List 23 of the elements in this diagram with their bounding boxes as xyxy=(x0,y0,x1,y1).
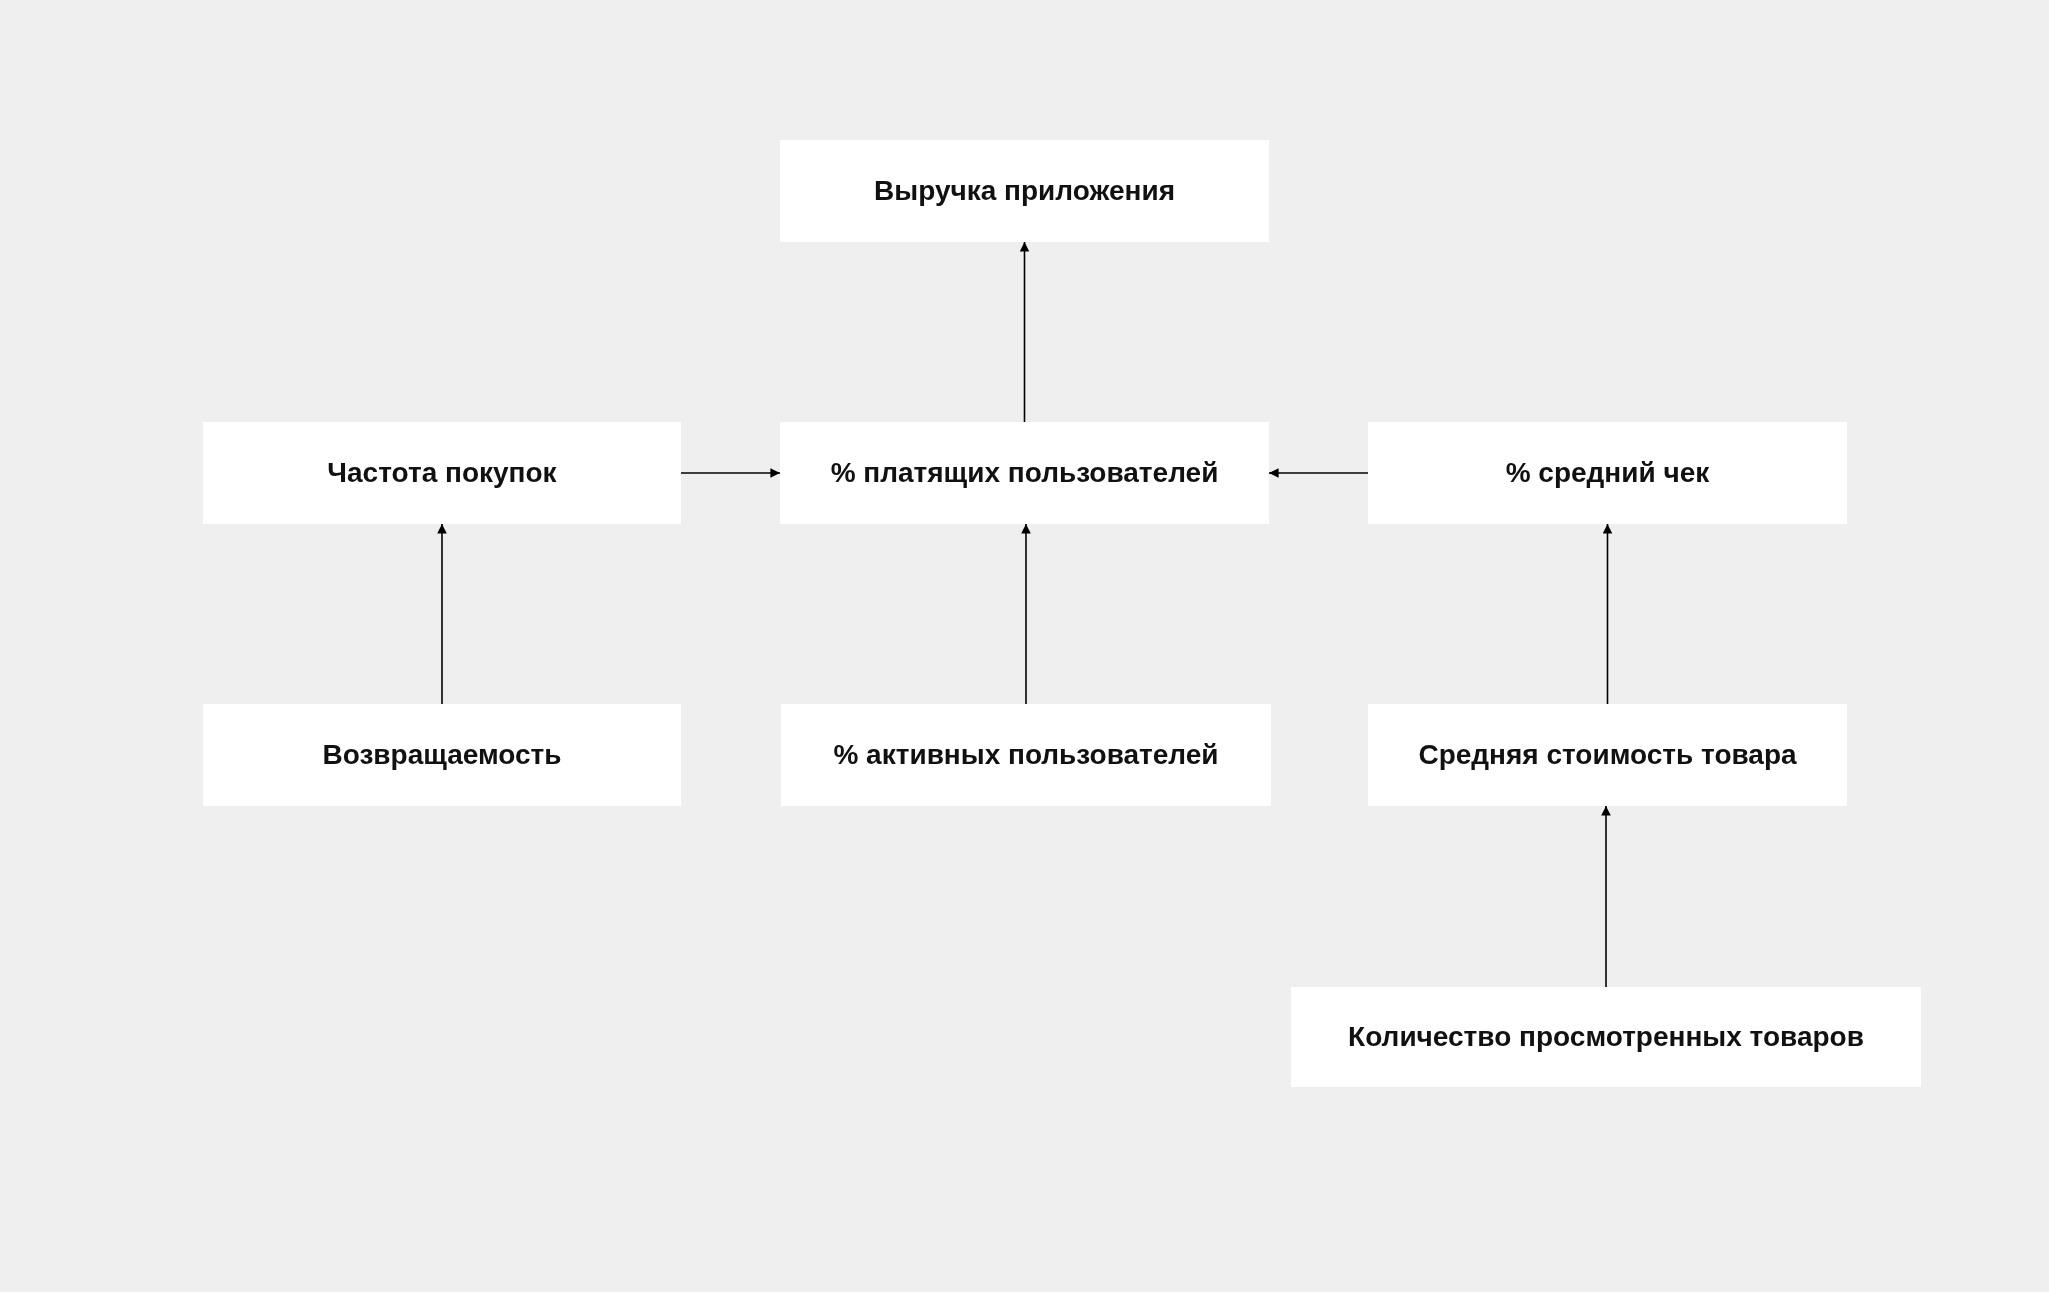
arrow xyxy=(1019,241,1030,423)
arrow xyxy=(437,523,447,705)
metric-box xyxy=(1291,987,1921,1087)
metric-label: Количество просмотренных товаров xyxy=(1348,1021,1864,1053)
metric-box xyxy=(203,422,681,524)
metric-label: Средняя стоимость товара xyxy=(1418,739,1797,771)
metric-label: % средний чек xyxy=(1505,457,1710,489)
metric-box xyxy=(781,704,1271,806)
arrow xyxy=(1601,805,1611,988)
metric-box xyxy=(780,422,1269,524)
metric-box xyxy=(780,140,1269,242)
metric-box xyxy=(1368,704,1847,806)
metric-box xyxy=(1368,422,1847,524)
metric-label: % платящих пользователей xyxy=(830,457,1219,489)
metric-label: Частота покупок xyxy=(327,457,557,489)
metric-label: % активных пользователей xyxy=(833,739,1219,771)
metric-label: Выручка приложения xyxy=(874,175,1175,207)
arrow xyxy=(1268,468,1369,478)
metric-label: Возвращаемость xyxy=(322,739,562,771)
arrow xyxy=(680,468,781,478)
metric-box xyxy=(203,704,681,806)
arrow xyxy=(1021,523,1031,705)
arrow xyxy=(1602,523,1613,705)
